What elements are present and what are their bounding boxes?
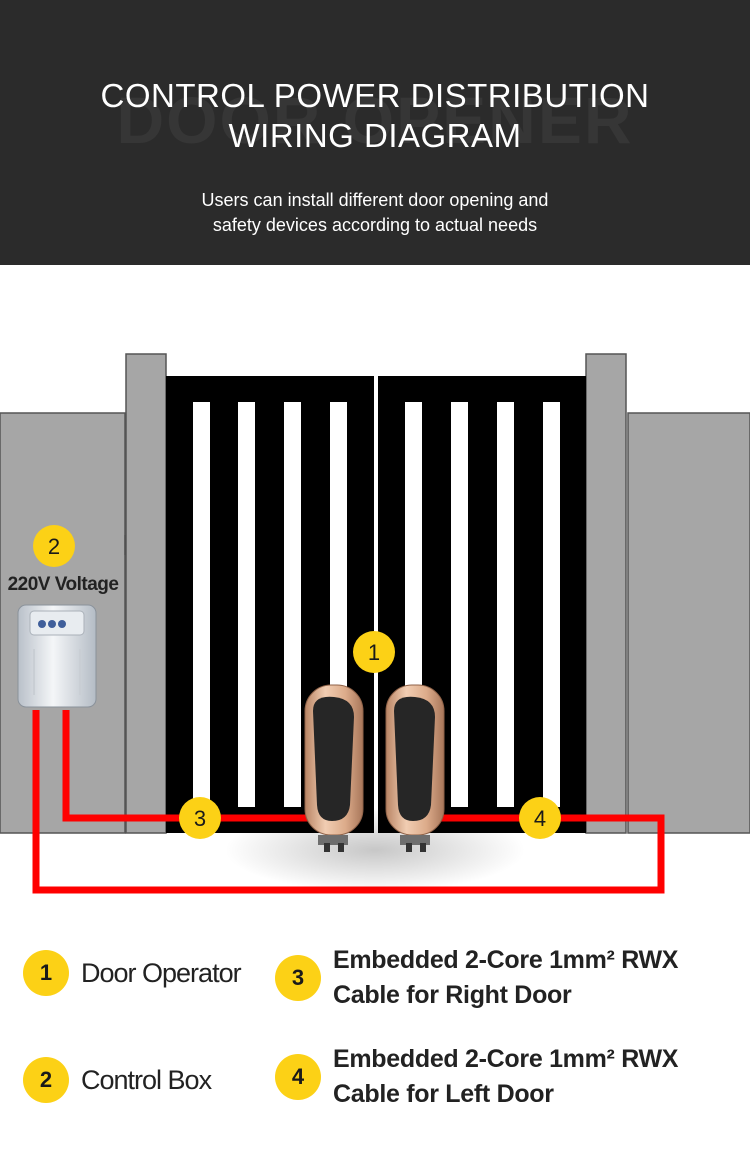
title-line-1: CONTROL POWER DISTRIBUTION <box>100 77 650 114</box>
legend-label-1: Door Operator <box>81 957 242 988</box>
marker-1: 1 <box>353 631 395 673</box>
legend-badge-2: 2 <box>23 1057 69 1103</box>
legend-item-left-door-cable: 4 Embedded 2-Core 1mm² RWX Cable for Lef… <box>275 1042 678 1112</box>
operator-shadow <box>225 808 525 892</box>
cable-left-door <box>32 710 665 894</box>
legend-label-3: Embedded 2-Core 1mm² RWX Cable for Right… <box>333 943 678 1013</box>
voltage-label: 220V Voltage <box>8 574 119 595</box>
legend-item-right-door-cable: 3 Embedded 2-Core 1mm² RWX Cable for Rig… <box>275 943 678 1013</box>
legend-badge-3: 3 <box>275 955 321 1001</box>
marker-4: 4 <box>519 797 561 839</box>
marker-3-number: 3 <box>194 806 206 831</box>
subtitle-line-2: safety devices according to actual needs <box>212 215 538 235</box>
right-wall <box>627 412 750 834</box>
page-title: CONTROL POWER DISTRIBUTION WIRING DIAGRA… <box>0 76 750 156</box>
legend-badge-4: 4 <box>275 1054 321 1100</box>
right-pillar <box>585 353 627 834</box>
legend-label-3-line-1: Embedded 2-Core 1mm² RWX <box>333 946 679 974</box>
legend-label-3-line-2: Cable for Right Door <box>333 981 572 1009</box>
door-operator-right-unit <box>385 684 445 852</box>
subtitle-line-1: Users can install different door opening… <box>201 190 549 210</box>
marker-2: 2 <box>33 525 75 567</box>
left-pillar <box>125 353 167 834</box>
legend-label-2: Control Box <box>81 1064 212 1095</box>
legend-label-4-line-2: Cable for Left Door <box>333 1080 554 1108</box>
header-banner: DOOR OPENER CONTROL POWER DISTRIBUTION W… <box>0 0 750 265</box>
marker-1-number: 1 <box>368 640 380 665</box>
cable-right-door <box>62 710 308 822</box>
legend-item-door-operator: 1 Door Operator <box>23 950 242 996</box>
title-line-2: WIRING DIAGRAM <box>228 117 522 154</box>
marker-3: 3 <box>179 797 221 839</box>
marker-4-number: 4 <box>534 806 546 831</box>
wiring-diagram: 220V Voltage 2 1 3 4 <box>0 353 750 894</box>
legend-label-4-line-1: Embedded 2-Core 1mm² RWX <box>333 1045 679 1073</box>
header-watermark: DOOR OPENER <box>116 83 634 157</box>
marker-2-number: 2 <box>48 534 60 559</box>
door-operator-left-unit <box>304 684 364 852</box>
legend-item-control-box: 2 Control Box <box>23 1057 212 1103</box>
legend-badge-1: 1 <box>23 950 69 996</box>
legend-label-4: Embedded 2-Core 1mm² RWX Cable for Left … <box>333 1042 678 1112</box>
control-box <box>17 604 97 708</box>
page-subtitle: Users can install different door opening… <box>0 188 750 238</box>
